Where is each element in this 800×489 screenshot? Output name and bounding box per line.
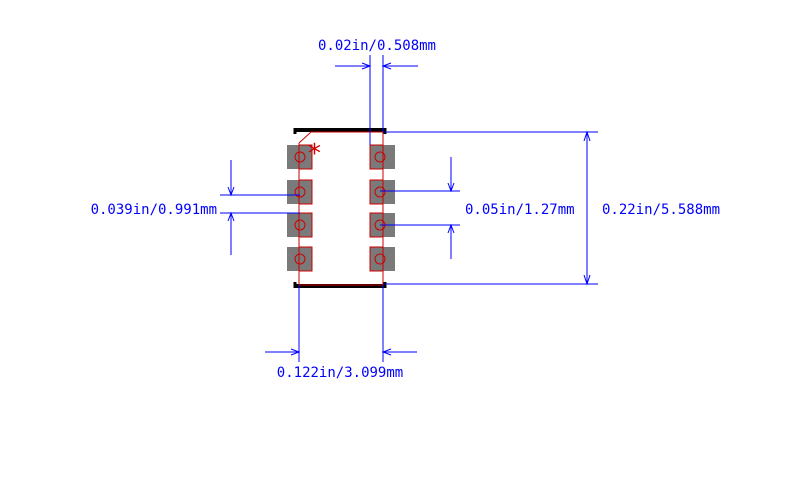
row-spacing-label: 0.122in/3.099mm xyxy=(277,365,403,381)
pad-width-label: 0.02in/0.508mm xyxy=(318,38,436,54)
left-pad-column xyxy=(287,144,313,272)
pitch-label: 0.05in/1.27mm xyxy=(465,202,575,218)
dimension-lines xyxy=(220,55,598,362)
pad-height-label: 0.039in/0.991mm xyxy=(91,202,217,218)
pin1-marker: * xyxy=(308,139,321,169)
right-pad-column xyxy=(369,144,395,272)
overall-height-label: 0.22in/5.588mm xyxy=(602,202,720,218)
